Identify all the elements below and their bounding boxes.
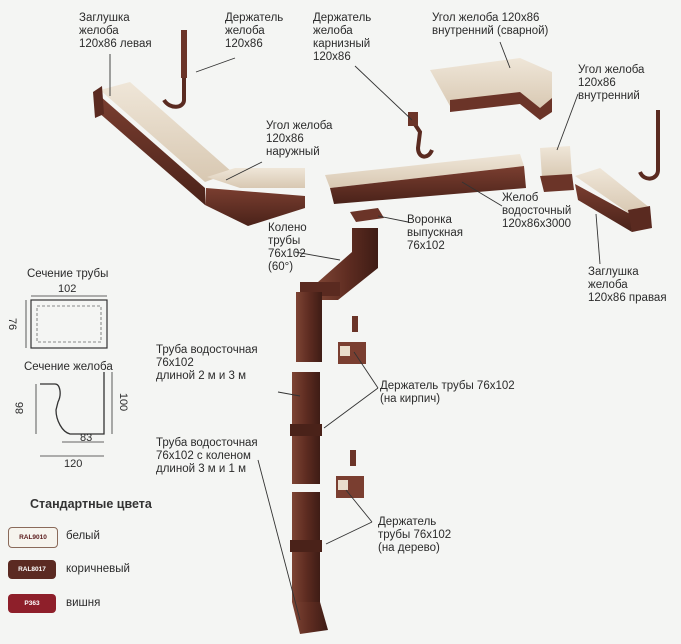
swatch-cherry: P363 [8,594,56,613]
left-gutter [93,82,232,205]
outlet-part [350,208,384,222]
pipe-section-title: Сечение трубы [27,268,109,280]
gutter-section-left-height: 86 [14,401,27,415]
label-pipe-holder-brick: Держатель трубы 76x102 (на кирпич) [380,380,515,405]
pipe-section-height: 76 [6,317,19,331]
gutter-section-drawing [35,372,113,457]
pipe-section-drawing [25,295,108,349]
right-holder-part [638,110,660,181]
right-gutter-part [575,168,652,232]
legend-title: Стандартные цвета [30,497,152,511]
label-downpipe: Труба водосточная 76x102 длиной 2 м и 3 … [156,344,258,382]
pipe-holders-wood [336,450,364,498]
inner-corner-part [540,146,574,192]
label-elbow: Колено трубы 76x102 (60°) [268,222,307,273]
label-fascia-holder: Держатель желоба карнизный 120x86 [313,12,372,63]
pipe-holders-brick [338,316,366,364]
label-outer-corner: Угол желоба 120x86 наружный [266,120,333,158]
leader-lines [109,41,601,621]
label-gutter: Желоб водосточный 120x86x3000 [502,192,572,230]
gutter-section-title: Сечение желоба [24,361,113,373]
label-inner-corner-welded: Угол желоба 120x86 внутренний (сварной) [432,12,549,37]
gutter-section-bottom-inner: 83 [80,432,93,444]
inner-corner-welded-part [430,58,552,120]
color-name-cherry: вишня [66,597,101,609]
label-end-cap-right: Заглушка желоба 120x86 правая [588,266,667,304]
fascia-holder-part [408,112,434,159]
pipe-section-width: 102 [58,283,77,295]
swatch-brown: RAL8017 [8,560,56,579]
label-end-cap-left: Заглушка желоба 120x86 левая [79,12,152,50]
label-pipe-holder-wood: Держатель трубы 76x102 (на дерево) [378,516,452,554]
gutter-section-right-height: 100 [117,392,130,412]
color-name-brown: коричневый [66,563,130,575]
label-gutter-holder: Держатель желоба 120x86 [225,12,284,50]
label-outlet: Воронка выпускная 76x102 [407,214,463,252]
label-downpipe-elbow: Труба водосточная 76x102 с коленом длино… [156,437,258,475]
gutter-section-bottom-total: 120 [64,458,83,470]
label-inner-corner: Угол желоба 120x86 внутренний [578,64,645,102]
swatch-white: RAL9010 [8,527,58,548]
gutter-holder-part [162,30,187,109]
main-gutter [325,154,526,204]
downpipe-assembly [290,228,378,634]
color-name-white: белый [66,530,100,542]
outer-corner [205,168,305,226]
